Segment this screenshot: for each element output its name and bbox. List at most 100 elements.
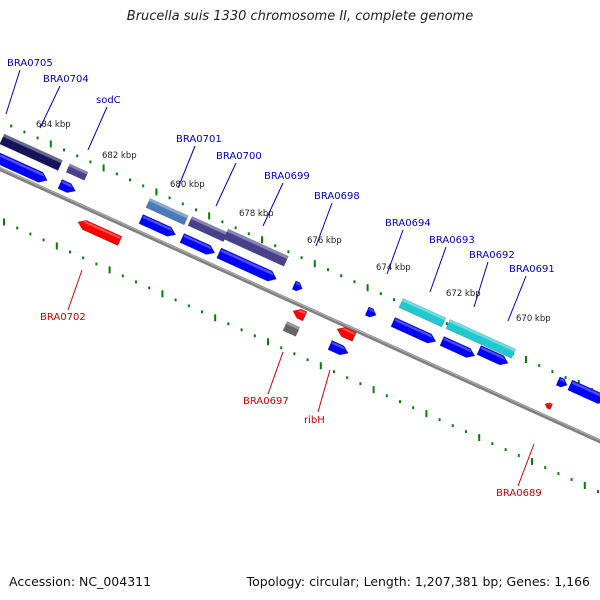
cds-forward-BRA0692-shine <box>443 337 472 353</box>
gene-label-BRA0702: BRA0702 <box>40 312 86 323</box>
cog-bar-BRA0700-shine <box>190 216 228 236</box>
feature-tracks <box>0 133 600 411</box>
leader-line-BRA0689 <box>517 443 535 487</box>
cds-forward-BRA0704-shine <box>61 180 73 188</box>
cog-bar-BRA0699-shine <box>226 228 289 260</box>
cog-bar-BRA0693 <box>398 298 447 328</box>
cds-reverse-BRA0697-shape <box>292 308 308 322</box>
leader-line-BRA0700 <box>215 162 237 207</box>
cog-bar-BRA0701 <box>145 198 189 226</box>
other-gene-BRA0697 <box>282 321 301 337</box>
leader-line-BRA0692 <box>473 261 489 308</box>
cog-bar-BRA0705-shine <box>2 133 63 164</box>
cog-bar-BRA0705 <box>0 133 63 171</box>
cds-forward-BRA0691-shine <box>480 346 506 360</box>
cds-forward-BRA0694a-shine <box>368 308 375 313</box>
cds-forward-BRA0693-shape <box>390 317 437 344</box>
leader-line-BRA0691 <box>507 275 527 322</box>
leader-line-BRA0693 <box>429 246 447 293</box>
cds-forward-BRA0699-shine <box>220 249 274 276</box>
figure-title: Brucella suis 1330 chromosome II, comple… <box>126 9 474 24</box>
leader-line-BRA0698 <box>315 202 333 247</box>
cds-forward-BRA0694a <box>364 306 377 318</box>
cog-bar-BRA0693-body <box>398 298 447 328</box>
scale-label: 678 kbp <box>239 209 274 219</box>
cog-bar-BRA0705-body <box>0 133 63 171</box>
cog-bar-BRA0704-shine <box>68 163 89 175</box>
leader-line-BRA0705 <box>5 69 21 115</box>
gene-label-BRA0697: BRA0697 <box>243 396 289 407</box>
cds-forward-BRA0700-shape <box>179 233 216 255</box>
cds-forward-edge-1-shape <box>555 376 568 388</box>
cds-forward-BRA0692 <box>439 336 476 358</box>
cds-reverse-ribH <box>336 327 357 342</box>
cds-forward-BRA0691-shape <box>476 345 509 366</box>
cds-forward-BRA0705-shine <box>0 154 45 177</box>
gene-label-BRA0689: BRA0689 <box>496 488 542 499</box>
cds-forward-ribH-neighbour <box>327 340 349 356</box>
cog-bar-BRA0701-shine <box>148 198 189 219</box>
leader-line-ribH <box>317 369 331 413</box>
gene-label-ribH: ribH <box>304 415 325 426</box>
gene-label-BRA0693: BRA0693 <box>429 235 475 246</box>
backbone-highlight <box>0 167 600 441</box>
cds-forward-BRA0705-shape <box>0 152 48 183</box>
gene-label-BRA0698: BRA0698 <box>314 191 360 202</box>
other-gene-BRA0697-shine <box>285 321 300 330</box>
cds-forward-BRA0700-shine <box>183 234 212 250</box>
cog-bar-BRA0699 <box>223 228 289 267</box>
cds-forward-BRA0699 <box>216 247 277 282</box>
cds-reverse-BRA0702-shine <box>82 221 121 239</box>
cds-reverse-ribH-shape <box>336 327 357 342</box>
cds-forward-BRA0693 <box>390 317 437 344</box>
cds-forward-edge-2-shape <box>567 379 600 404</box>
cds-forward-BRA0693-shine <box>394 318 433 339</box>
scale-label: 680 kbp <box>170 180 205 190</box>
cds-forward-BRA0691 <box>476 345 509 366</box>
scale-label: 684 kbp <box>36 120 71 130</box>
cds-forward-BRA0704-shape <box>57 179 76 193</box>
cds-forward-BRA0705 <box>0 152 48 183</box>
leader-line-BRA0704 <box>39 85 61 129</box>
cds-reverse-BRA0702 <box>77 220 123 246</box>
cds-forward-BRA0692-shape <box>439 336 476 358</box>
gene-label-BRA0694: BRA0694 <box>385 218 431 229</box>
scale-label: 682 kbp <box>102 151 137 161</box>
leader-line-BRA0697 <box>267 351 284 395</box>
gene-label-BRA0704: BRA0704 <box>43 74 89 85</box>
cog-bar-BRA0692-shine <box>448 319 516 352</box>
cds-forward-BRA0701-shine <box>142 215 173 232</box>
cog-bar-BRA0704 <box>65 163 89 181</box>
backbone-group <box>0 166 600 444</box>
leader-line-sodC <box>87 106 108 151</box>
cds-forward-BRA0694a-shape <box>364 306 377 318</box>
cds-forward-BRA0701 <box>138 214 177 237</box>
cds-forward-BRA0700 <box>179 233 216 255</box>
cds-forward-BRA0699-shape <box>216 247 277 282</box>
leader-line-BRA0694 <box>386 229 404 275</box>
other-gene-BRA0697-body <box>282 321 301 337</box>
cds-reverse-ribH-shine <box>341 328 356 335</box>
gene-label-sodC: sodC <box>96 95 121 106</box>
leader-line-BRA0702 <box>67 269 83 311</box>
scale-label: 674 kbp <box>376 263 411 273</box>
cds-forward-BRA0701-shape <box>138 214 177 237</box>
leader-line-BRA0699 <box>262 182 284 227</box>
cog-bar-BRA0692-body <box>445 319 517 359</box>
cds-reverse-BRA0689-shine <box>547 403 552 406</box>
cds-reverse-BRA0689-shape <box>544 402 554 411</box>
cds-forward-edge-2-shine <box>571 381 600 399</box>
scale-label: 676 kbp <box>307 236 342 246</box>
cds-forward-edge-1-shine <box>559 378 566 383</box>
cds-forward-BRA0704 <box>57 179 76 193</box>
cds-forward-ribH-neighbour-shine <box>331 341 346 350</box>
cog-bar-BRA0699-body <box>223 228 289 267</box>
leader-line-BRA0701 <box>177 145 196 189</box>
cog-bar-BRA0704-body <box>65 163 89 181</box>
cds-forward-BRA0698-shine <box>295 282 301 287</box>
gene-label-BRA0699: BRA0699 <box>264 171 310 182</box>
gene-label-BRA0705: BRA0705 <box>7 58 53 69</box>
gene-label-BRA0691: BRA0691 <box>509 264 555 275</box>
cog-bar-BRA0692 <box>445 319 517 359</box>
